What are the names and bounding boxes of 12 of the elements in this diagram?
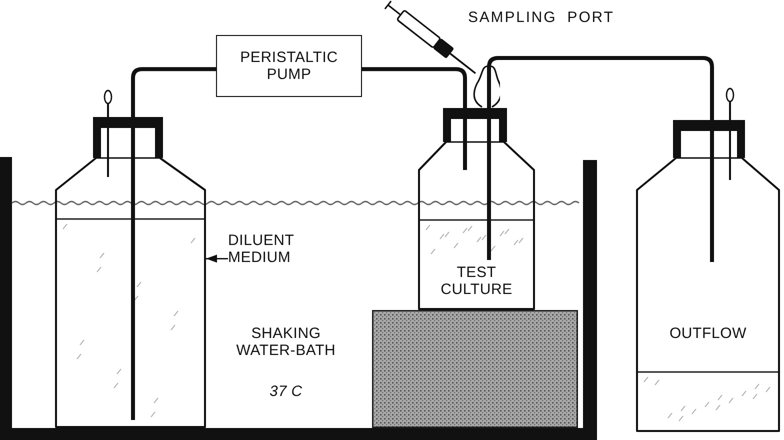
bath-label: SHAKING WATER-BATH xyxy=(235,325,337,359)
tube xyxy=(487,56,714,108)
leader-arrow xyxy=(206,254,228,263)
tube xyxy=(362,67,467,108)
pump-label: PERISTALTIC PUMP xyxy=(239,49,339,83)
temperature-label: 37 C xyxy=(268,383,304,400)
pump-box xyxy=(216,35,362,97)
medium-label: DILUENT MEDIUM xyxy=(228,232,312,268)
culture-label: TEST CULTURE xyxy=(440,264,514,298)
outflow-label: OUTFLOW xyxy=(668,325,748,342)
tube xyxy=(131,67,216,88)
port-label: SAMPLING PORT xyxy=(468,9,614,26)
